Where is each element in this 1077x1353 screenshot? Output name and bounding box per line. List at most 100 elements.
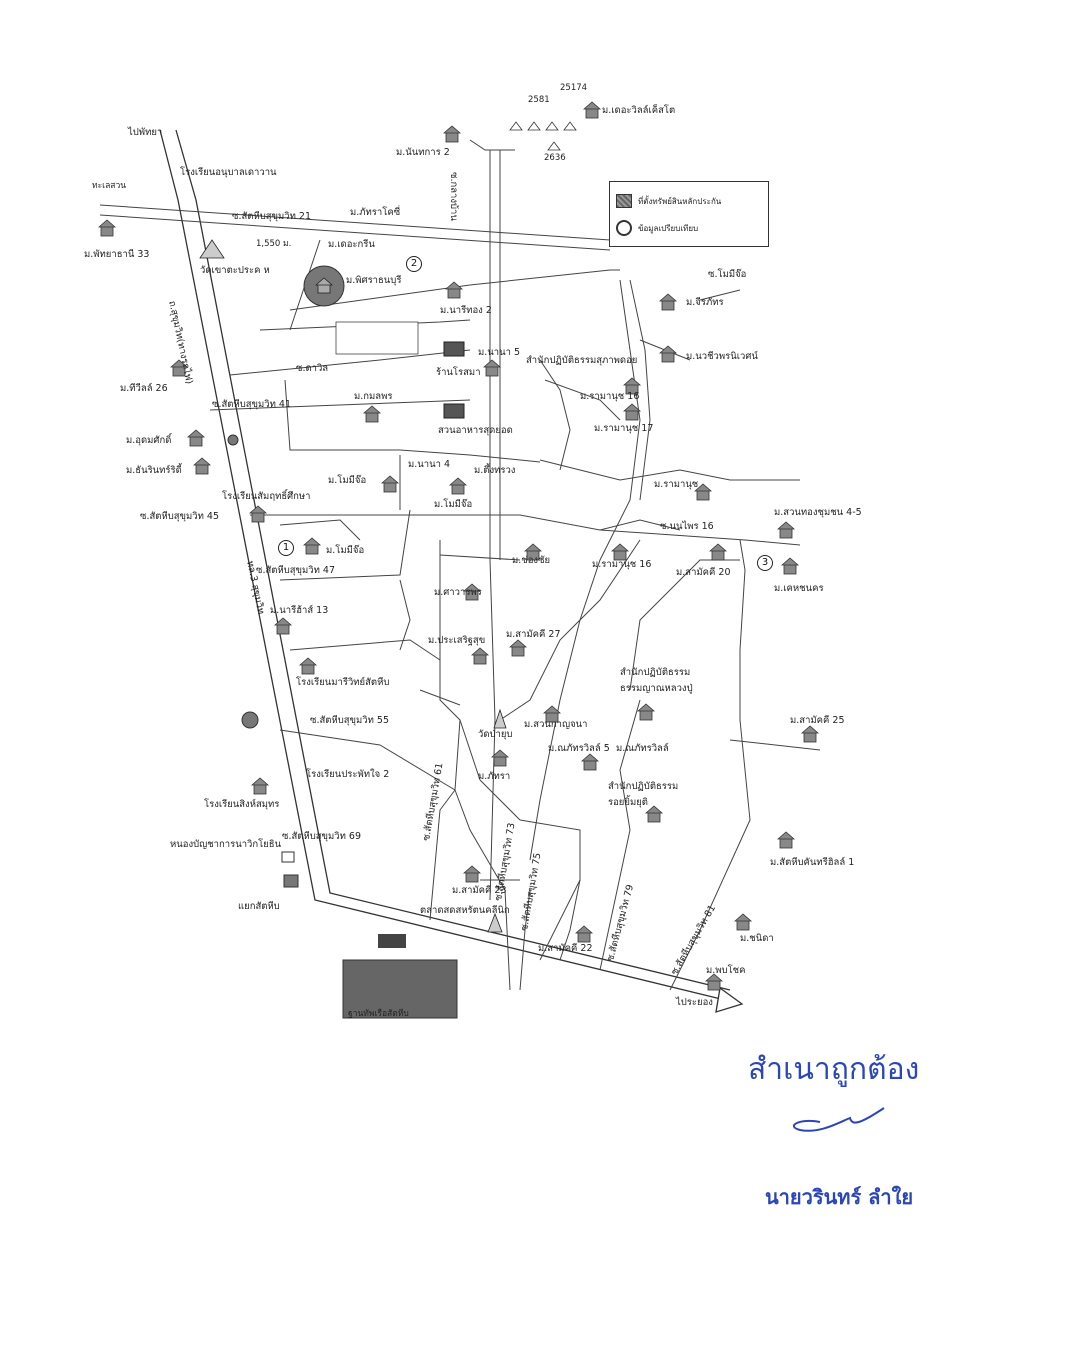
map-label: ม.สามัคคี 25 xyxy=(790,715,845,726)
map-label: 1,550 ม. xyxy=(256,239,292,249)
signer-name: นายวรินทร์ ลำใย xyxy=(765,1185,914,1209)
house-markers xyxy=(97,101,820,991)
map-label: ม.สามัคคี 27 xyxy=(506,629,561,640)
map-label: ม.ธันรินทร์ริดี้ xyxy=(126,465,182,476)
map-label: ม.นารีทอง 2 xyxy=(440,305,492,316)
map-label: ม.รามานุช 17 xyxy=(594,423,654,434)
map-label: ม.เคหชนคร xyxy=(774,583,824,594)
map-label: สำนักปฏิบัติธรรม xyxy=(608,781,679,792)
info-box xyxy=(335,321,419,355)
legend-row-comparison: ข้อมูลเปรียบเทียบ xyxy=(616,220,698,236)
map-label: ม.สัตหีบคันทรีฮิลล์ 1 xyxy=(770,857,855,868)
map-label: ม.สามัคคี 23 xyxy=(452,885,507,896)
rayong-arrow xyxy=(715,986,744,1013)
map-label: ม.ศาวารพร xyxy=(434,587,482,598)
map-label: 25174 xyxy=(560,83,588,93)
certified-copy-stamp: สำเนาถูกต้อง xyxy=(748,1052,920,1087)
map-label: ม.สามัคคี 20 xyxy=(676,567,731,578)
map-label: ซ.สัตหีบสุขุมวิท 55 xyxy=(310,715,389,726)
map-label: ม.นวชีวพรนิเวศน์ xyxy=(686,351,758,362)
map-label: ม.นานา 5 xyxy=(478,347,521,358)
map-label: ม.ทีวีลล์ 26 xyxy=(120,383,168,394)
map-label: หนองบัญชาการนาวิกโยธิน xyxy=(170,839,282,850)
map-label: ม.นานา 4 xyxy=(408,459,451,470)
map-label: ไปพัทยา xyxy=(128,127,163,138)
map-legend: ที่ตั้งทรัพย์สินหลักประกัน ข้อมูลเปรียบเ… xyxy=(609,181,769,247)
map-label: ซ.สัตหีบสุขุมวิท 69 xyxy=(282,831,361,842)
map-label: สำนักปฏิบัติธรรมสุภาพดอย xyxy=(526,355,638,366)
map-label: ม.พบโชค xyxy=(706,965,746,976)
map-label: โรงเรียนประพัทใจ 2 xyxy=(306,769,390,780)
map-label: รอยยิ้มยุติ xyxy=(608,797,648,808)
map-label: ม.พัทยาธานี 33 xyxy=(84,249,150,260)
map-label: โรงเรียนสิงห์สมุทร xyxy=(204,799,280,810)
map-label: ซ.กลางบ้าน xyxy=(448,172,459,221)
map-label: ม.เดอะวิลล์เค็สโต xyxy=(602,105,676,116)
map-label: ม.โมมีจ๊อ xyxy=(326,545,365,556)
map-label: ม.พิศราธนบุรี xyxy=(346,275,402,286)
map-label: ม.กมลพร xyxy=(354,391,393,402)
hatched-house-icon xyxy=(616,194,632,208)
main-highway xyxy=(159,129,731,1001)
legend-comparison-label: ข้อมูลเปรียบเทียบ xyxy=(638,223,699,233)
map-label: ซ.สัตหีบสุขุมวิท 41 xyxy=(212,399,291,410)
map-label: ม.ตึ้งทรวง xyxy=(474,465,516,476)
legend-property-label: ที่ตั้งทรัพย์สินหลักประกัน xyxy=(638,196,722,206)
map-label: ม.ภัทราโคซี่ xyxy=(350,207,401,218)
map-label: ม.โมมีจ๊อ xyxy=(328,475,367,486)
comparison-marker-3: 3 xyxy=(757,555,773,571)
map-label: ซ.สัตหีบสุขุมวิท 47 xyxy=(256,565,335,576)
comparison-marker-1: 1 xyxy=(278,540,294,556)
map-label: ม.ณภัทรวิลล์ 5 xyxy=(548,743,610,754)
map-label: ม.เดอะกรีน xyxy=(328,239,375,250)
map-label: โรงเรียนอนุบาลเดาวาน xyxy=(180,167,277,178)
map-label: ม.สวนกาญจนา xyxy=(524,719,588,730)
map-label: ตลาดสดสหรัตนคลีนิก xyxy=(420,905,510,916)
map-label: สวนอาหารสุดยอด xyxy=(438,425,513,436)
circle-icon xyxy=(616,220,632,236)
map-label: ฐานทัพเรือสัตหีบ xyxy=(348,1009,409,1019)
top-house-row xyxy=(509,121,577,151)
map-label: ม.รามานุช xyxy=(654,479,699,490)
shop-icon xyxy=(443,341,465,419)
map-label: ม.อุดมศักดิ์ xyxy=(126,435,172,446)
map-label: วัดป่ายุบ xyxy=(478,729,513,740)
map-label: โรงเรียนมารีวิทย์สัตหีบ xyxy=(296,677,390,688)
map-label: ม.ช่องชัย xyxy=(512,555,551,566)
map-label: ไประยอง xyxy=(676,997,713,1008)
map-label: ม.โมมีจ๊อ xyxy=(434,499,473,510)
map-label: ซ.สัตหีบสุขุมวิท 45 xyxy=(140,511,219,522)
map-label: ม.สวนทองชุมชน 4-5 xyxy=(774,507,862,518)
temple-icon xyxy=(199,239,507,933)
comparison-marker-2: 2 xyxy=(406,256,422,272)
map-label: ซ.นนไพร 16 xyxy=(660,521,714,532)
map-label: ม.ภัทรา xyxy=(478,771,511,782)
round-markers xyxy=(227,434,299,888)
map-label: ธรรมญาณหลวงปู่ xyxy=(620,683,693,694)
map-label: โรงเรียนสัมฤทธิ์ศึกษา xyxy=(222,491,311,502)
map-label: ม.นารีฮ้าส์ 13 xyxy=(270,605,329,616)
map-label: วัดเขาตะประค ห xyxy=(200,265,270,276)
map-label: ซ.สัตหีบสุขุมวิท 21 xyxy=(232,211,311,222)
naval-base-sign xyxy=(378,934,406,948)
map-label: ทะเลสวน xyxy=(92,181,127,191)
map-label: 2636 xyxy=(544,153,566,163)
map-label: ม.ณภัทรวิลล์ xyxy=(616,743,669,754)
map-label: ม.ประเสริฐสุข xyxy=(428,635,486,646)
map-label: สำนักปฏิบัติธรรม xyxy=(620,667,691,678)
subject-house-icon xyxy=(314,277,334,294)
legend-row-property: ที่ตั้งทรัพย์สินหลักประกัน xyxy=(616,194,721,208)
map-label: แยกสัตหีบ xyxy=(238,901,280,912)
map-label: ซ.โมมีจ๊อ xyxy=(708,269,747,280)
map-label: ซ.ดาวิล xyxy=(296,363,329,374)
map-label: ม.สามัคคี 22 xyxy=(538,943,593,954)
map-label: ม.ชนิดา xyxy=(740,933,774,944)
map-label: ม.จีรภัทร xyxy=(686,297,724,308)
map-label: 2581 xyxy=(528,95,550,105)
naval-base-area xyxy=(342,959,458,1019)
map-label: ม.รามานุช 16 xyxy=(592,559,652,570)
map-label: ม.นันทการ 2 xyxy=(396,147,450,158)
map-label: ร้านโรสมา xyxy=(436,367,481,378)
signature-mark xyxy=(792,1107,885,1132)
